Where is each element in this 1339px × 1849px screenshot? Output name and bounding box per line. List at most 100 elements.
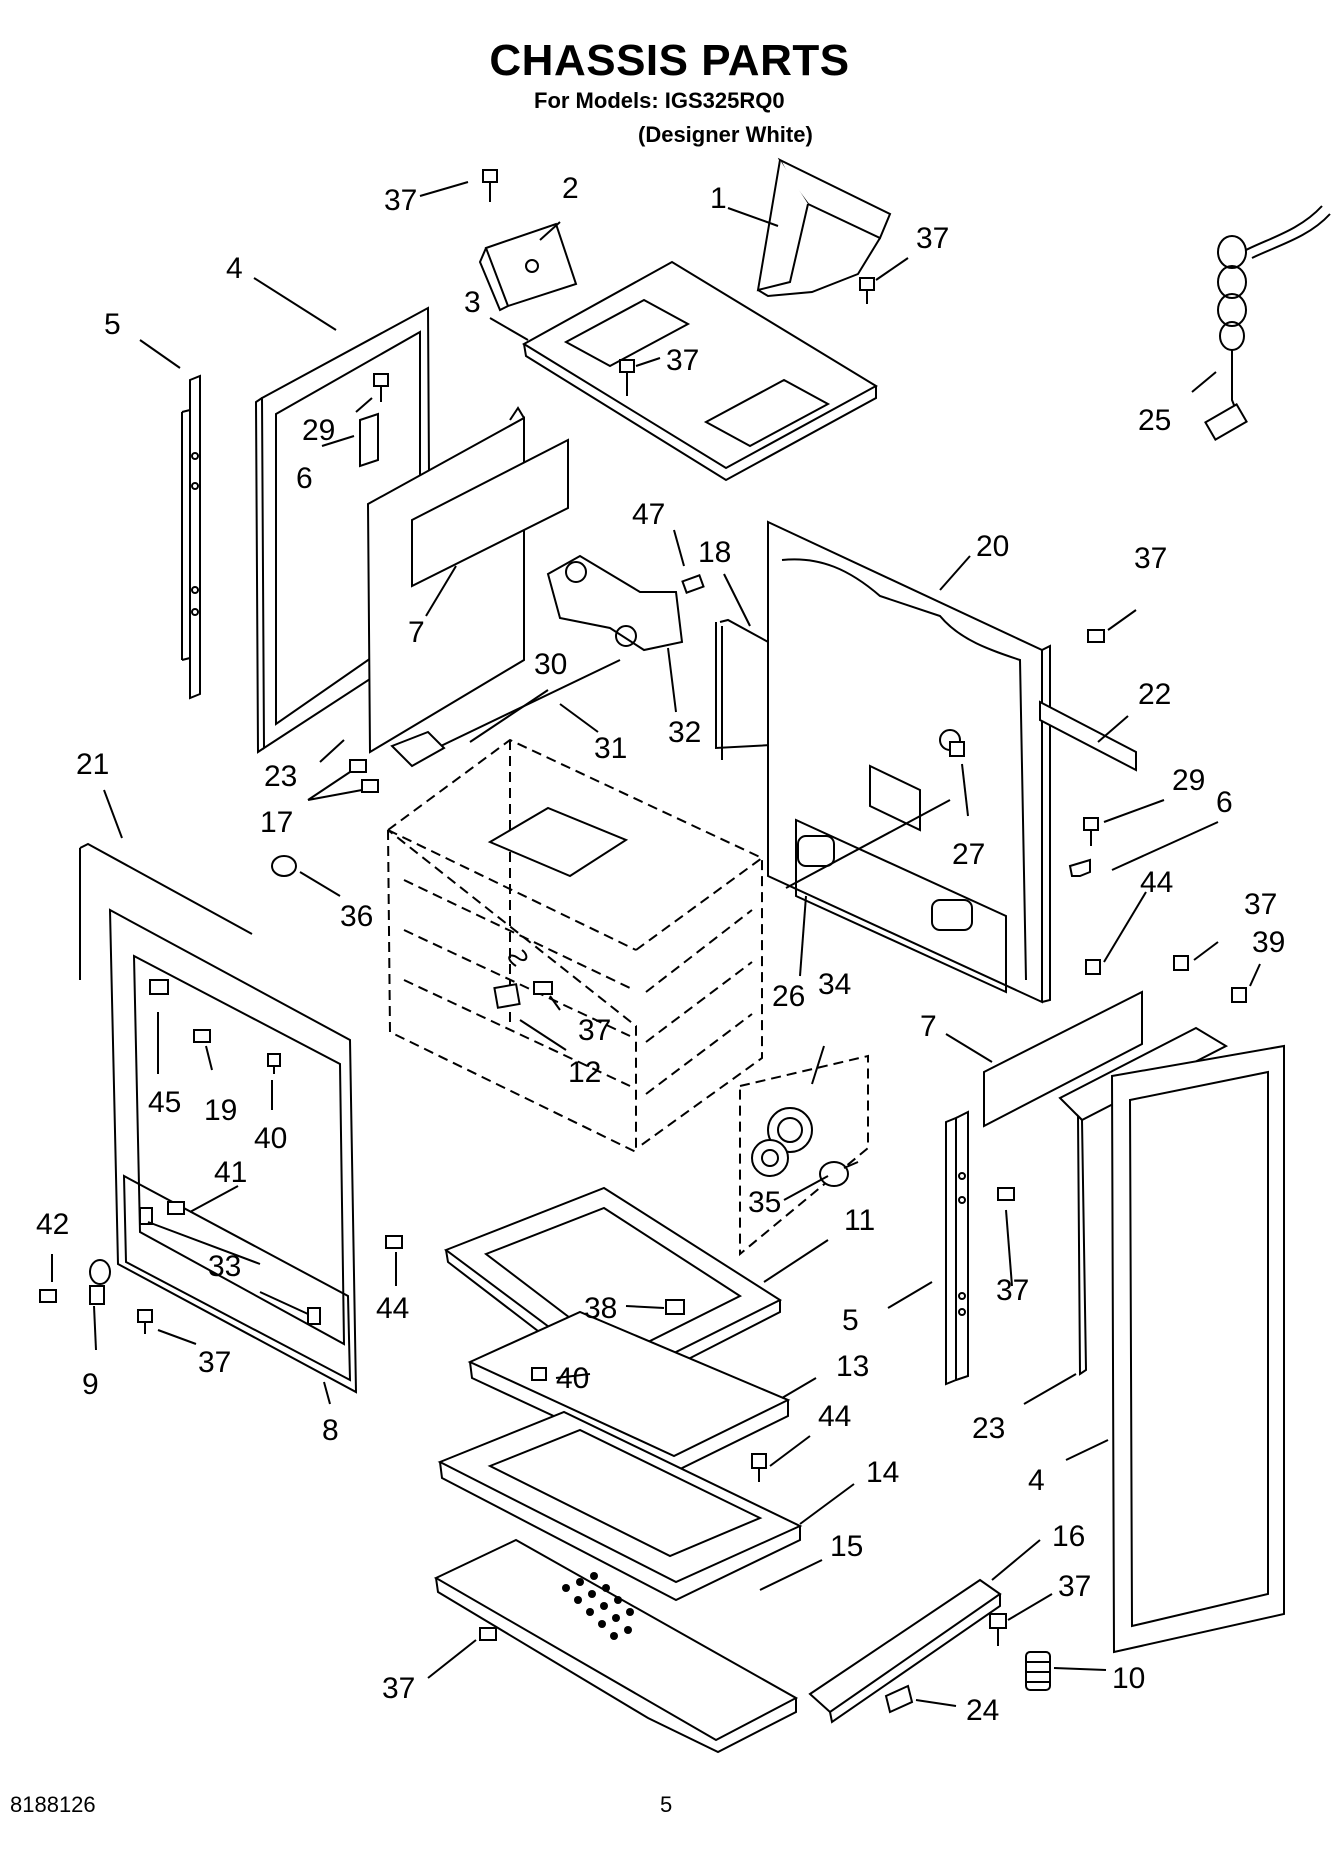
callout: 17 [260,806,293,839]
callout: 4 [226,252,243,285]
part-3-top-panel [522,260,879,482]
callout: 40 [556,1362,589,1395]
callout: 37 [1058,1570,1091,1603]
part-4-right-door-frame [1110,1044,1285,1654]
oven-cavity [387,738,763,1154]
screw-40-tray [531,1367,547,1381]
color-line: (Designer White) [638,122,813,147]
callout: 29 [302,414,335,447]
screw-37-rail [989,1613,1007,1646]
callout: 23 [264,760,297,793]
part-36-plug [271,855,297,877]
callout: 44 [376,1292,409,1325]
callout: 38 [584,1292,617,1325]
callout: 37 [1244,888,1277,921]
callout: 3 [464,286,481,319]
callout: 24 [966,1694,999,1727]
callout: 40 [254,1122,287,1155]
part-12-sensor [493,949,553,1009]
callout: 6 [1216,786,1233,819]
part-7-inner-panel-left [366,406,569,754]
part-44-screw-tray [751,1453,767,1482]
part-27-grommet [949,741,965,757]
callout: 21 [76,748,109,781]
callout: 7 [408,616,425,649]
callout: 42 [36,1208,69,1241]
callout: 1 [710,182,727,215]
part-15-bottom-panel [433,1538,799,1754]
part-7-inner-panel-right [983,990,1143,1128]
screw-37-front-bottom [137,1309,153,1334]
callout-labels: 37 2 1 37 4 3 37 5 29 6 7 25 47 18 20 37… [36,172,1285,1727]
callout: 19 [204,1094,237,1127]
screw-37-heat-shield [859,277,875,304]
screw-37-bottom [479,1627,497,1641]
part-34-light-assembly [739,1054,869,1257]
callout: 37 [198,1346,231,1379]
part-30-bracket [390,730,446,768]
callout: 31 [594,732,627,765]
callout: 23 [972,1412,1005,1445]
part-44-screw-left [385,1235,403,1249]
part-41-screw [167,1201,185,1215]
part-42-screw [39,1289,57,1303]
part-9-leveling-leg [89,1259,111,1305]
part-22-bracket [1039,700,1137,772]
callout: 5 [104,308,121,341]
callout: 25 [1138,404,1171,437]
callout: 4 [1028,1464,1045,1497]
callout: 44 [1140,866,1173,899]
callout: 12 [568,1056,601,1089]
callout: 35 [748,1186,781,1219]
part-5-right-strip [945,1110,969,1386]
callout: 27 [952,838,985,871]
callout: 34 [818,968,851,1001]
page-title: CHASSIS PARTS [489,36,850,85]
part-6-bracket-right [1068,858,1091,877]
callout: 39 [1252,926,1285,959]
screw-37-right-strip [997,1187,1015,1201]
callout: 37 [578,1014,611,1047]
screws-right-top [1085,955,1247,1003]
part-25-power-cord [1204,205,1331,442]
callout: 37 [996,1274,1029,1307]
callout: 33 [208,1250,241,1283]
screw-38 [665,1299,685,1315]
screw-37-top [482,169,498,202]
callout: 13 [836,1350,869,1383]
part-2-bracket [478,222,578,312]
part-21-gasket [79,842,253,980]
callout: 5 [842,1304,859,1337]
part-19-screw [193,1029,211,1043]
part-16-rail [808,1578,1002,1724]
callout: 8 [322,1414,339,1447]
callout: 6 [296,462,313,495]
callout: 10 [1112,1662,1145,1695]
part-26-wire [785,799,951,889]
callout: 11 [844,1204,875,1237]
callout: 29 [1172,764,1205,797]
vent-holes [562,1572,634,1640]
callout: 37 [916,222,949,255]
callout: 30 [534,648,567,681]
models-line: For Models: IGS325RQ0 [534,88,785,113]
callout: 15 [830,1530,863,1563]
part-14-drawer-base [437,1410,803,1602]
document-number: 8188126 [10,1792,96,1817]
callout: 9 [82,1368,99,1401]
screw-29-right [1083,817,1099,846]
callout: 44 [818,1400,851,1433]
callout: 37 [1134,542,1167,575]
callout: 20 [976,530,1009,563]
callout: 37 [382,1672,415,1705]
callout: 26 [772,980,805,1013]
screw-29-left [373,373,389,402]
screw-47 [681,574,705,594]
part-45-screw [149,979,169,995]
callout: 18 [698,536,731,569]
callout: 2 [562,172,579,205]
callout: 16 [1052,1520,1085,1553]
screw-37-top-panel [619,359,635,396]
part-1-heat-shield [756,157,892,298]
part-10-leg [1025,1651,1051,1691]
